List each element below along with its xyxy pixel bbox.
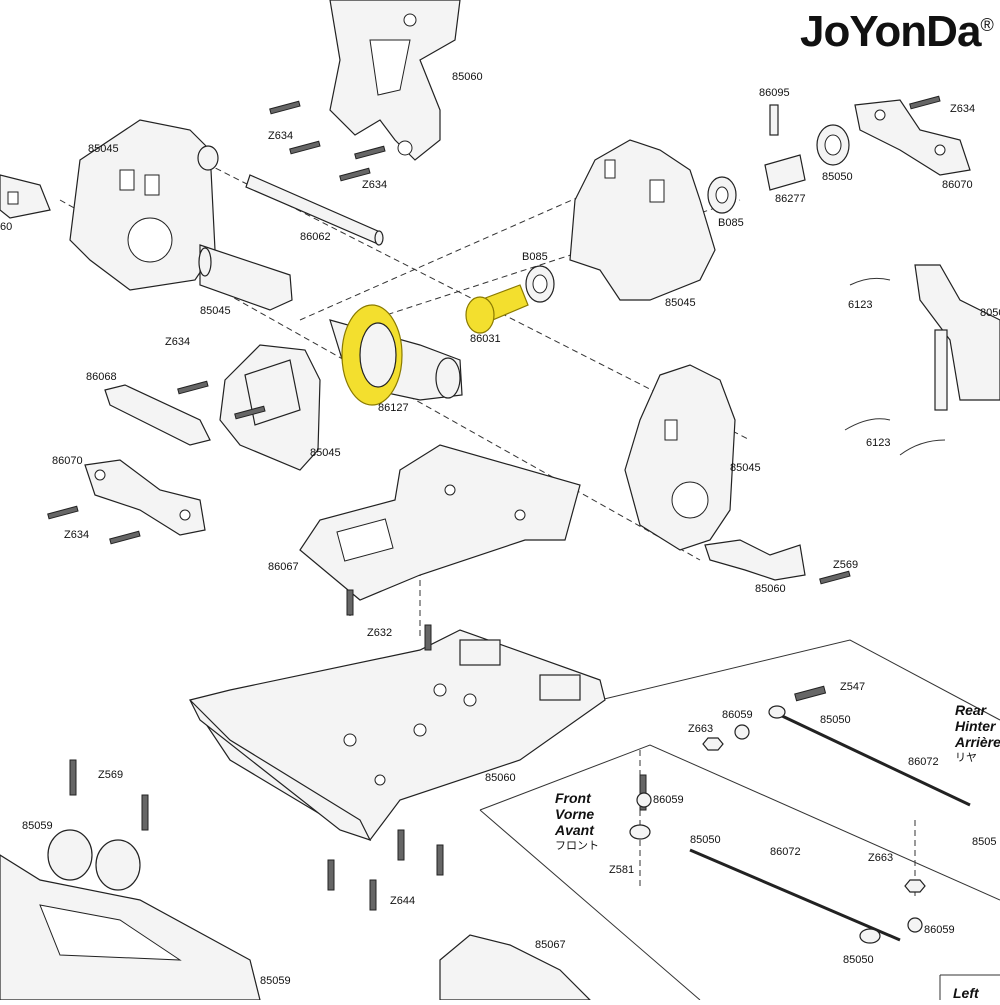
chassis-85060 — [189, 629, 606, 842]
part-label: 60 — [0, 221, 13, 233]
arm-85060-lower-right — [704, 539, 806, 581]
part-label: 85060 — [755, 583, 786, 595]
part-label: Z634 — [165, 336, 191, 348]
spacers-85059 — [47, 829, 141, 891]
pinion-gear-86031 — [465, 284, 529, 334]
shock-tower-right-edge — [914, 264, 1000, 411]
differential-86127 — [329, 304, 463, 406]
part-label: 85050 — [843, 954, 874, 966]
part-label: 85059 — [22, 820, 53, 832]
part-label: 85045 — [200, 305, 231, 317]
part-label: 86031 — [470, 333, 501, 345]
bulkhead-85045-left — [69, 119, 219, 291]
part-label: 85045 — [88, 143, 119, 155]
part-label: 85045 — [730, 462, 761, 474]
part-label: B085 — [522, 251, 548, 263]
bracket-85045-bar — [198, 244, 293, 311]
part-label: Z581 — [609, 864, 635, 876]
camber-link-mount-86070-right — [854, 99, 971, 176]
bulkhead-85060-top — [329, 0, 461, 161]
part-label: 85050 — [822, 171, 853, 183]
part-label: Z634 — [268, 130, 294, 142]
link-assembly-frame — [479, 639, 1000, 1001]
bracket-left-edge — [0, 174, 51, 219]
brand-logo: JoYonDa® — [800, 7, 994, 56]
part-label: 86095 — [759, 87, 790, 99]
legend-rear: Rear Hinter Arrière リヤ — [955, 702, 1000, 764]
legend-front: Front Vorne Avant フロント — [555, 790, 599, 852]
part-label: 86062 — [300, 231, 331, 243]
outdrive-set-right — [707, 104, 850, 214]
part-label: 86127 — [378, 402, 409, 414]
gearbox-85045-upper-right — [569, 139, 716, 301]
part-label: 85067 — [535, 939, 566, 951]
part-label: 85045 — [665, 297, 696, 309]
part-label: 85050 — [820, 714, 851, 726]
part-label: 85060 — [452, 71, 483, 83]
part-label: Z547 — [840, 681, 866, 693]
part-label: Z644 — [390, 895, 416, 907]
link-86068-left — [104, 384, 211, 446]
screws — [47, 95, 941, 911]
link-86070-left — [84, 459, 206, 536]
part-label: Z634 — [362, 179, 388, 191]
part-label: 86067 — [268, 561, 299, 573]
bearing-b085-center — [525, 265, 555, 303]
part-label: B085 — [718, 217, 744, 229]
part-label: 6123 — [866, 437, 891, 449]
part-label: Z634 — [950, 103, 976, 115]
part-label: Z663 — [688, 723, 714, 735]
skid-plate-86067 — [299, 444, 581, 601]
gearbox-85045-lower-right — [624, 364, 736, 551]
part-label: Z634 — [64, 529, 90, 541]
part-label: 86070 — [52, 455, 83, 467]
part-label: 86072 — [908, 756, 939, 768]
part-label: 85050 — [690, 834, 721, 846]
part-label: Z632 — [367, 627, 393, 639]
part-label: 86277 — [775, 193, 806, 205]
part-label: 6123 — [848, 299, 873, 311]
part-label: 86068 — [86, 371, 117, 383]
part-label: 85059 — [260, 975, 291, 987]
part-label: Z663 — [868, 852, 894, 864]
turnbuckles-86072 — [629, 705, 971, 944]
hinge-pin-86062 — [245, 174, 384, 246]
part-label: Z569 — [833, 559, 859, 571]
part-label: 86070 — [942, 179, 973, 191]
legend-left: Left — [953, 985, 979, 1001]
arm-85067 — [439, 934, 592, 1001]
gearbox-cover-85045 — [219, 344, 321, 471]
part-label: 86059 — [924, 924, 955, 936]
part-label: 86072 — [770, 846, 801, 858]
part-label: 85045 — [310, 447, 341, 459]
part-label: 86059 — [722, 709, 753, 721]
part-label: 86059 — [653, 794, 684, 806]
suspension-arm-85059-lower — [0, 854, 261, 1001]
part-label: Z569 — [98, 769, 124, 781]
part-label: 8050 — [980, 307, 1000, 319]
part-label: 8505 — [972, 836, 997, 848]
part-label: 85060 — [485, 772, 516, 784]
body-clips-6123 — [844, 277, 946, 456]
